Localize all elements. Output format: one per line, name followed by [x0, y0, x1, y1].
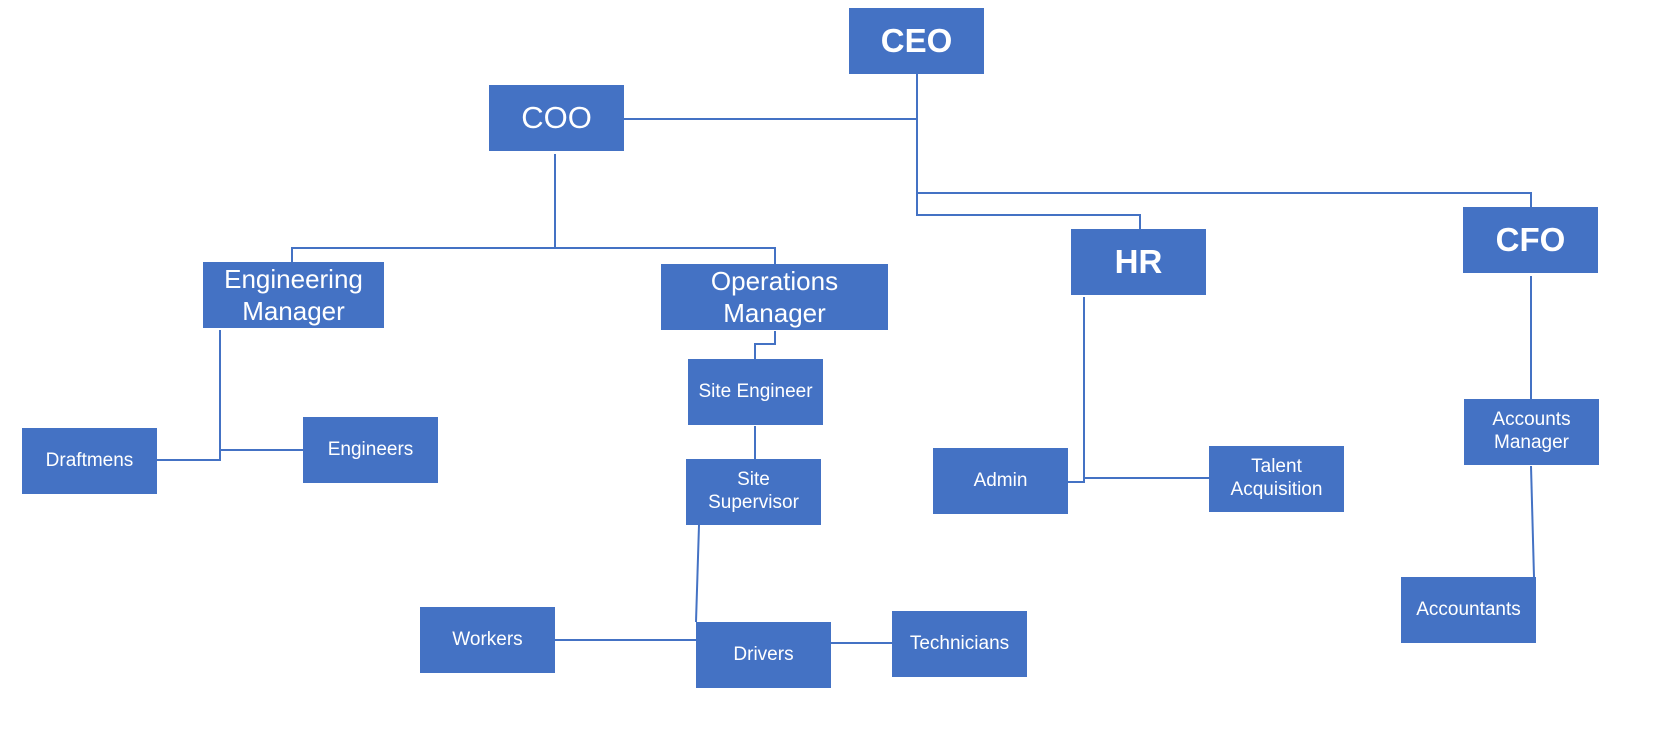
node-ceo: CEO: [849, 8, 984, 74]
connector-hr-admin: [1068, 297, 1085, 483]
node-hr: HR: [1071, 229, 1206, 295]
node-engineers: Engineers: [303, 417, 438, 483]
node-accountants: Accountants: [1401, 577, 1536, 643]
connector-coo-operations: [555, 247, 776, 264]
node-site-supervisor: Site Supervisor: [686, 459, 821, 525]
node-accounts-manager: Accounts Manager: [1464, 399, 1599, 465]
connector-eng-draftmens: [157, 330, 221, 461]
connector-coo-engineering: [291, 154, 556, 262]
connector-ceo-coo: [623, 72, 918, 120]
connector-supervisor-drivers: [695, 524, 700, 623]
connector-accounts-manager-accountants: [1530, 465, 1535, 578]
node-drivers: Drivers: [696, 622, 831, 688]
node-workers: Workers: [420, 607, 555, 673]
node-operations-manager: Operations Manager: [661, 264, 888, 330]
connector-ceo-hr: [916, 119, 1141, 229]
node-technicians: Technicians: [892, 611, 1027, 677]
connector-ops-site-engineer: [754, 331, 776, 359]
node-engineering-manager: Engineering Manager: [203, 262, 384, 328]
node-admin: Admin: [933, 448, 1068, 514]
node-talent-acquisition: Talent Acquisition: [1209, 446, 1344, 512]
node-draftmens: Draftmens: [22, 428, 157, 494]
node-coo: COO: [489, 85, 624, 151]
connector-ceo-cfo: [917, 192, 1532, 207]
node-site-engineer: Site Engineer: [688, 359, 823, 425]
node-cfo: CFO: [1463, 207, 1598, 273]
